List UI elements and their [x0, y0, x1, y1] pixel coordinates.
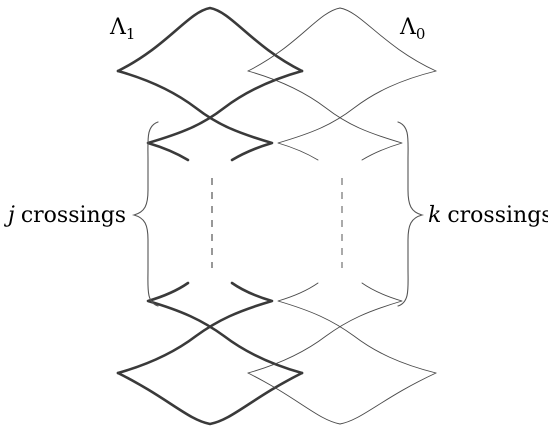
lambda0-bottom-right-upper: [247, 282, 403, 374]
j-crossings-text: crossings: [21, 203, 126, 228]
lambda0-bottom-left-upper: [277, 282, 437, 374]
lambda0-label-sub: 0: [416, 25, 426, 43]
lambda1-top-right-lower: [146, 69, 304, 162]
lambda1-label-base: Λ: [109, 15, 127, 40]
lambda0-knot-top: [247, 7, 437, 161]
lambda1-knot-bottom: [116, 281, 304, 426]
lambda0-bottom-lower-arc: [247, 372, 437, 425]
lambda0-top-left-lower: [247, 70, 403, 161]
lambda0-label-base: Λ: [399, 15, 417, 40]
lambda1-bottom-lower-arc: [116, 371, 304, 426]
lambda0-knot-bottom: [247, 282, 437, 425]
lambda0-top-right-lower: [277, 70, 437, 161]
lambda1-bottom-left-upper: [146, 281, 304, 375]
left-brace: [131, 121, 159, 307]
lambda1-bottom-right-upper: [116, 281, 274, 375]
right-brace: [397, 121, 425, 307]
k-crossings-text: crossings: [447, 203, 548, 228]
k-variable: k: [428, 203, 441, 228]
lambda1-knot-top: [116, 6, 304, 162]
lambda0-label: Λ0: [399, 15, 425, 43]
lambda1-label: Λ1: [109, 15, 135, 43]
lambda1-label-sub: 1: [126, 25, 136, 43]
lambda1-top-upper-arc: [116, 6, 304, 73]
j-variable: j: [3, 203, 15, 228]
lambda1-top-left-lower: [116, 69, 274, 162]
lambda0-top-upper-arc: [247, 7, 437, 72]
